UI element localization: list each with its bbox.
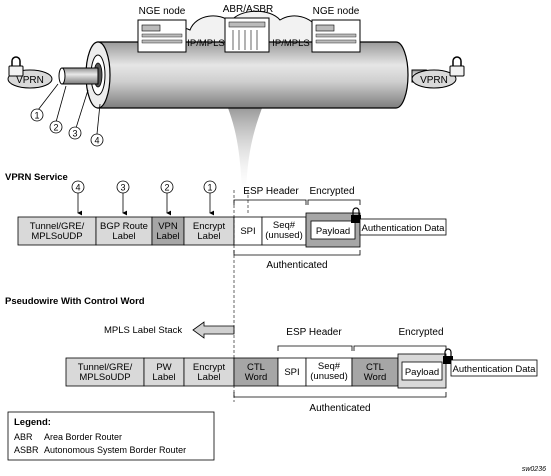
pw-payload-label: Payload	[405, 367, 439, 378]
vprn-tunnel-label: Tunnel/GRE/MPLSoUDP	[30, 221, 85, 242]
legend-abbr: ASBR	[14, 445, 39, 455]
vprn-right-label: VPRN	[420, 75, 448, 86]
vprn-bgp-route-cell	[95, 216, 153, 246]
pw-esp-header-label: ESP Header	[286, 327, 342, 338]
vprn-authenticated-label: Authenticated	[266, 260, 327, 271]
pseudowire-section: Pseudowire With Control Word MPLS Label …	[5, 190, 538, 414]
nge-node-right-label: NGE node	[313, 6, 360, 17]
abr-asbr-label: ABR/ASBR	[223, 4, 274, 15]
padlock-icon	[443, 348, 453, 364]
vprn-auth-data-label: Authentication Data	[362, 223, 446, 234]
pw-encrypt-label-cell	[183, 357, 235, 387]
vprn-payload-label: Payload	[316, 226, 350, 237]
pw-ctl-word-cell	[233, 357, 279, 387]
pw-section-title: Pseudowire With Control Word	[5, 296, 145, 307]
pw-tunnel-label: Tunnel/GRE/MPLSoUDP	[78, 362, 133, 383]
inner-tunnel	[61, 67, 99, 85]
vprn-encrypted-label: Encrypted	[309, 186, 354, 197]
nge-node-left-label: NGE node	[139, 6, 186, 17]
ip-mpls-right-label: IP/MPLS	[272, 38, 310, 49]
marker-circle	[68, 126, 82, 140]
pw-label-cell	[143, 357, 185, 387]
pw-spi-label: SPI	[284, 367, 299, 378]
pw-encrypted-label: Encrypted	[398, 327, 443, 338]
marker-circle	[49, 120, 63, 134]
padlock-icon	[449, 56, 465, 77]
vprn-section-title: VPRN Service	[5, 172, 68, 183]
abr-asbr-node	[224, 17, 270, 53]
marker-label: 4	[75, 183, 80, 193]
marker-label: 1	[34, 111, 39, 121]
vprn-seq-label: Seq#(unused)	[265, 220, 303, 241]
marker-label: 2	[53, 123, 58, 133]
padlock-icon	[351, 207, 361, 223]
marker-label: 1	[207, 183, 212, 193]
main-tunnel	[97, 41, 409, 109]
pw-seq-label: Seq#(unused)	[310, 361, 348, 382]
vprn-service-section: VPRN Service 4 3 2 1 ESP Header Encrypte…	[5, 172, 447, 271]
pw-auth-data-cell	[450, 359, 538, 377]
ip-mpls-left-label: IP/MPLS	[187, 38, 225, 49]
vprn-right	[411, 69, 457, 89]
marker-label: 4	[94, 136, 99, 146]
vprn-auth-data-cell	[359, 218, 447, 236]
vprn-esp-header-label: ESP Header	[243, 186, 299, 197]
marker-label: 3	[120, 183, 125, 193]
vprn-spi-label: SPI	[240, 226, 255, 237]
vprn-authenticated-bracket	[233, 250, 361, 256]
pw-auth-data-label: Authentication Data	[453, 364, 537, 375]
vprn-left-label: VPRN	[16, 75, 44, 86]
pw-encrypted-bracket	[353, 345, 447, 351]
pw-authenticated-label: Authenticated	[309, 403, 370, 414]
vprn-tunnel-cell	[17, 216, 97, 246]
vprn-encrypted-bracket	[307, 199, 361, 205]
figure-id: sw0236	[522, 466, 546, 473]
padlock-icon	[8, 56, 24, 77]
mpls-stack-arrow	[192, 321, 235, 339]
legend-box	[7, 411, 215, 461]
pw-esp-bracket	[277, 345, 353, 351]
marker-label: 2	[164, 183, 169, 193]
legend-text: Area Border Router	[44, 432, 122, 442]
marker-circle	[90, 133, 104, 147]
vprn-payload-cell	[310, 220, 356, 240]
mpls-label-stack-label: MPLS Label Stack	[104, 325, 182, 336]
nge-node-left	[137, 19, 187, 53]
vprn-esp-bracket	[233, 199, 307, 205]
pw-authenticated-bracket	[233, 392, 447, 398]
legend: Legend: ABR Area Border Router ASBR Auto…	[7, 411, 215, 461]
funnel	[228, 108, 262, 190]
pw-payload-cell	[401, 361, 443, 381]
top-markers: 1 2 3 4	[30, 83, 104, 147]
marker-label: 3	[72, 129, 77, 139]
legend-abbr: ABR	[14, 432, 33, 442]
legend-title: Legend:	[14, 417, 51, 428]
top-illustration: VPRN VPRN NGE node A	[7, 4, 465, 190]
pw-encrypted-ctl-cell	[351, 357, 399, 387]
nge-node-right	[311, 19, 361, 53]
marker-circle	[30, 108, 44, 122]
legend-text: Autonomous System Border Router	[44, 445, 186, 455]
